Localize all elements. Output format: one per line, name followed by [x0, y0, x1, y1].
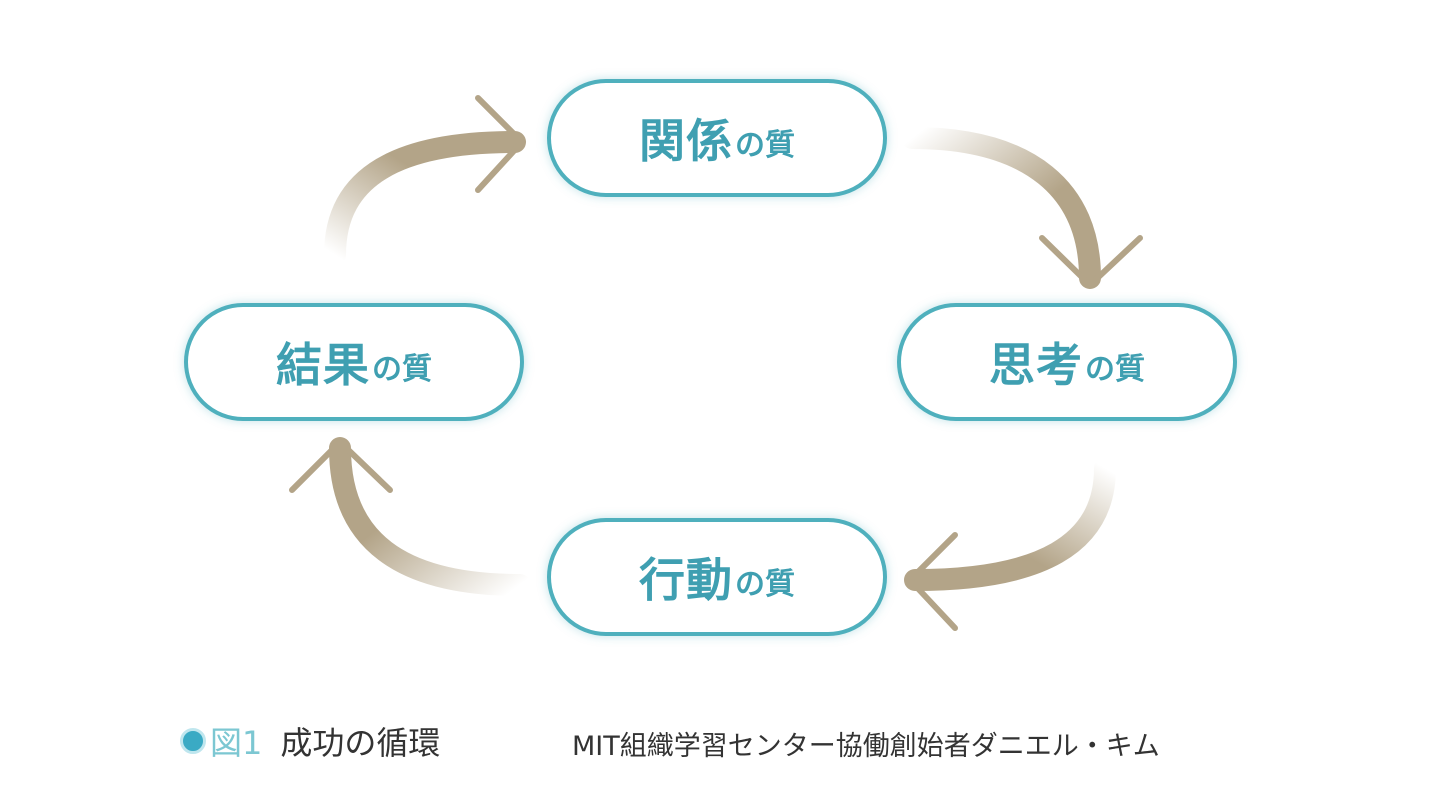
node-thinking-quality: 思考の質: [897, 303, 1237, 421]
node-label: 行動: [639, 553, 733, 607]
arrow-thinking-to-action: [904, 457, 1116, 631]
node-suffix: の質: [735, 128, 795, 163]
node-label: 思考: [989, 338, 1083, 392]
arrow-action-to-result: [289, 437, 531, 596]
node-result-quality: 結果の質: [184, 303, 524, 421]
arrow-result-to-relation: [324, 95, 527, 266]
figure-title: 成功の循環: [280, 724, 441, 762]
node-suffix: の質: [372, 352, 432, 387]
node-label: 関係: [639, 114, 733, 168]
bullet-dot-icon: [180, 728, 206, 754]
figure-label: 図1: [210, 724, 263, 762]
node-relationship-quality: 関係の質: [547, 79, 887, 197]
node-label: 結果: [276, 338, 370, 392]
arrow-relation-to-thinking: [901, 127, 1143, 290]
node-suffix: の質: [735, 567, 795, 602]
node-suffix: の質: [1085, 352, 1145, 387]
node-action-quality: 行動の質: [547, 518, 887, 636]
figure-credit: MIT組織学習センター協働創始者ダニエル・キム: [572, 731, 1160, 762]
figure-caption: 図1 成功の循環: [180, 718, 440, 764]
